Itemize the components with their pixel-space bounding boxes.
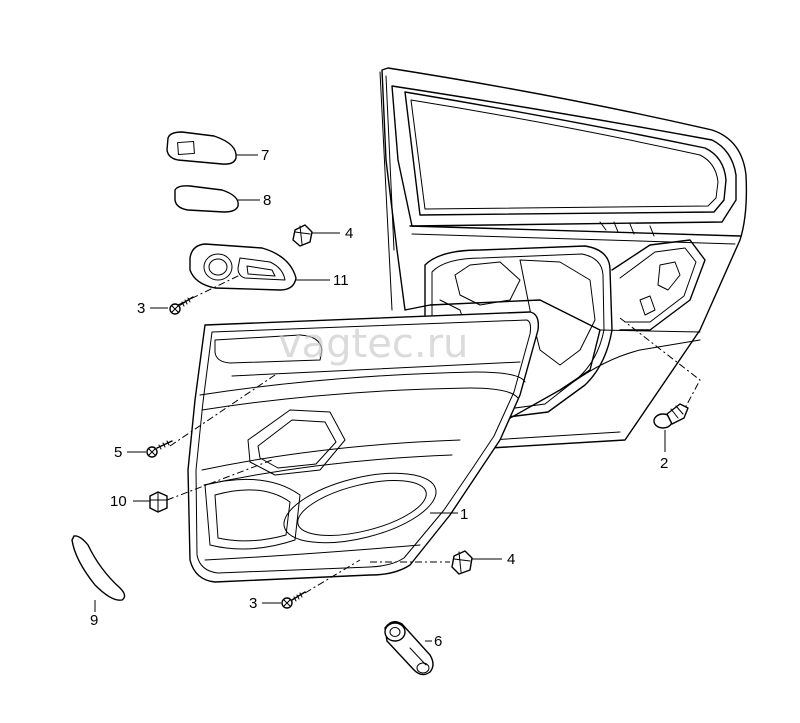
part-6-handle bbox=[384, 621, 434, 676]
callout-labels: 1 2 3 3 4 4 5 6 7 8 9 10 11 bbox=[90, 147, 668, 650]
part-9-trim-strip bbox=[71, 535, 126, 601]
callout-9: 9 bbox=[90, 612, 98, 629]
part-3-screw-upper bbox=[169, 296, 194, 315]
callout-3-lower: 3 bbox=[249, 595, 257, 612]
callout-3-upper: 3 bbox=[137, 300, 145, 317]
part-11-handle-bezel bbox=[189, 243, 297, 291]
part-7-cover bbox=[166, 131, 237, 165]
callout-11: 11 bbox=[333, 272, 349, 289]
part-10-clip bbox=[149, 491, 168, 513]
callout-10: 10 bbox=[110, 493, 127, 510]
callout-2: 2 bbox=[660, 455, 668, 472]
callout-6: 6 bbox=[434, 633, 442, 650]
part-2-clip bbox=[653, 403, 689, 429]
door-trim-panel bbox=[187, 311, 540, 583]
callout-8: 8 bbox=[263, 192, 271, 209]
callout-7: 7 bbox=[261, 147, 269, 164]
watermark-text: vagtec.ru bbox=[278, 321, 468, 367]
part-4-clip-lower bbox=[451, 550, 473, 575]
leader-lines bbox=[94, 154, 666, 642]
installation-lines bbox=[166, 274, 701, 594]
callout-5: 5 bbox=[114, 444, 122, 461]
part-5-screw bbox=[146, 440, 173, 458]
callout-4-upper: 4 bbox=[345, 225, 353, 242]
callout-1: 1 bbox=[460, 506, 468, 523]
callout-4-lower: 4 bbox=[507, 551, 515, 568]
part-8-cover-plate bbox=[174, 185, 239, 213]
part-4-clip-upper bbox=[292, 224, 313, 247]
part-3-screw-lower bbox=[281, 591, 306, 609]
